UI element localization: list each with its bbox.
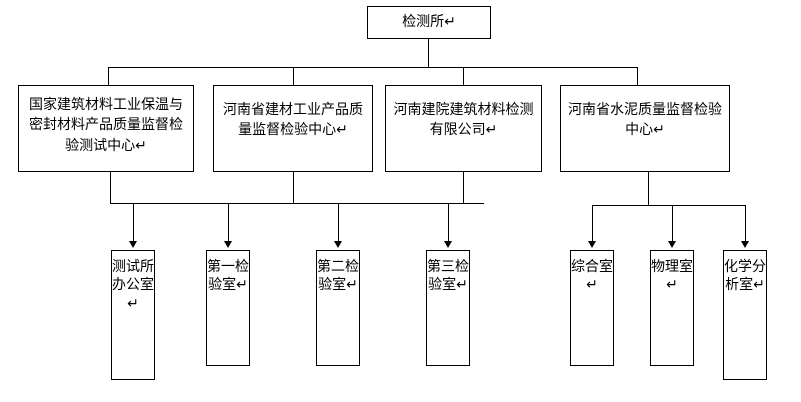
connector-dept-5-stem bbox=[592, 205, 593, 241]
node-unit-1[interactable]: 国家建筑材料工业保温与密封材料产品质量监督检验测试中心↵ bbox=[18, 85, 194, 172]
node-dept-3-label: 第二检验室↵ bbox=[317, 259, 359, 294]
connector-unit-1-down bbox=[110, 172, 111, 203]
node-dept-5-label: 综合室↵ bbox=[571, 259, 613, 294]
node-dept-7-label: 化学分析室↵ bbox=[724, 259, 766, 294]
node-unit-4[interactable]: 河南省水泥质量监督检验中心↵ bbox=[560, 85, 730, 172]
node-unit-4-label: 河南省水泥质量监督检验中心↵ bbox=[568, 102, 722, 139]
node-unit-2-label: 河南省建材工业产品质量监督检验中心↵ bbox=[223, 102, 363, 139]
node-unit-2[interactable]: 河南省建材工业产品质量监督检验中心↵ bbox=[213, 85, 373, 172]
connector-left-group-bus bbox=[110, 203, 484, 204]
connector-right-group-bus bbox=[592, 205, 746, 206]
connector-unit-3-down bbox=[463, 172, 464, 203]
connector-root-stem bbox=[428, 39, 429, 67]
arrow-dept-5 bbox=[588, 241, 596, 248]
node-dept-7[interactable]: 化学分析室↵ bbox=[723, 250, 767, 380]
arrow-dept-4 bbox=[444, 241, 452, 248]
connector-drop-unit-3 bbox=[463, 67, 464, 85]
node-dept-6-label: 物理室↵ bbox=[651, 259, 693, 294]
node-dept-3[interactable]: 第二检验室↵ bbox=[316, 250, 360, 366]
arrow-dept-3 bbox=[334, 241, 342, 248]
connector-dept-1-stem bbox=[133, 203, 134, 241]
node-dept-4-label: 第三检验室↵ bbox=[427, 259, 469, 294]
connector-drop-unit-4 bbox=[637, 67, 638, 85]
node-dept-6[interactable]: 物理室↵ bbox=[650, 250, 694, 366]
connector-dept-4-stem bbox=[448, 203, 449, 241]
connector-unit-4-down bbox=[648, 172, 649, 205]
connector-dept-7-stem bbox=[745, 205, 746, 241]
node-dept-5[interactable]: 综合室↵ bbox=[570, 250, 614, 366]
node-root-label: 检测所↵ bbox=[402, 14, 456, 31]
node-dept-2[interactable]: 第一检验室↵ bbox=[206, 250, 250, 366]
node-dept-4[interactable]: 第三检验室↵ bbox=[426, 250, 470, 366]
node-dept-1[interactable]: 测试所办公室↵ bbox=[111, 250, 155, 380]
connector-level2-bus bbox=[108, 67, 638, 68]
connector-dept-3-stem bbox=[338, 203, 339, 241]
node-unit-1-label: 国家建筑材料工业保温与密封材料产品质量监督检验测试中心↵ bbox=[29, 97, 183, 154]
connector-dept-2-stem bbox=[228, 203, 229, 241]
node-root[interactable]: 检测所↵ bbox=[367, 6, 491, 39]
node-unit-3-label: 河南建院建筑材料检测有限公司↵ bbox=[393, 102, 534, 139]
node-dept-2-label: 第一检验室↵ bbox=[207, 259, 249, 294]
arrow-dept-2 bbox=[224, 241, 232, 248]
arrow-dept-6 bbox=[668, 241, 676, 248]
node-dept-1-label: 测试所办公室↵ bbox=[112, 259, 154, 312]
arrow-dept-1 bbox=[129, 241, 137, 248]
node-unit-3[interactable]: 河南建院建筑材料检测有限公司↵ bbox=[385, 85, 542, 172]
arrow-dept-7 bbox=[741, 241, 749, 248]
connector-dept-6-stem bbox=[672, 205, 673, 241]
connector-drop-unit-2 bbox=[293, 67, 294, 85]
connector-unit-2-down bbox=[293, 172, 294, 203]
connector-drop-unit-1 bbox=[108, 67, 109, 85]
